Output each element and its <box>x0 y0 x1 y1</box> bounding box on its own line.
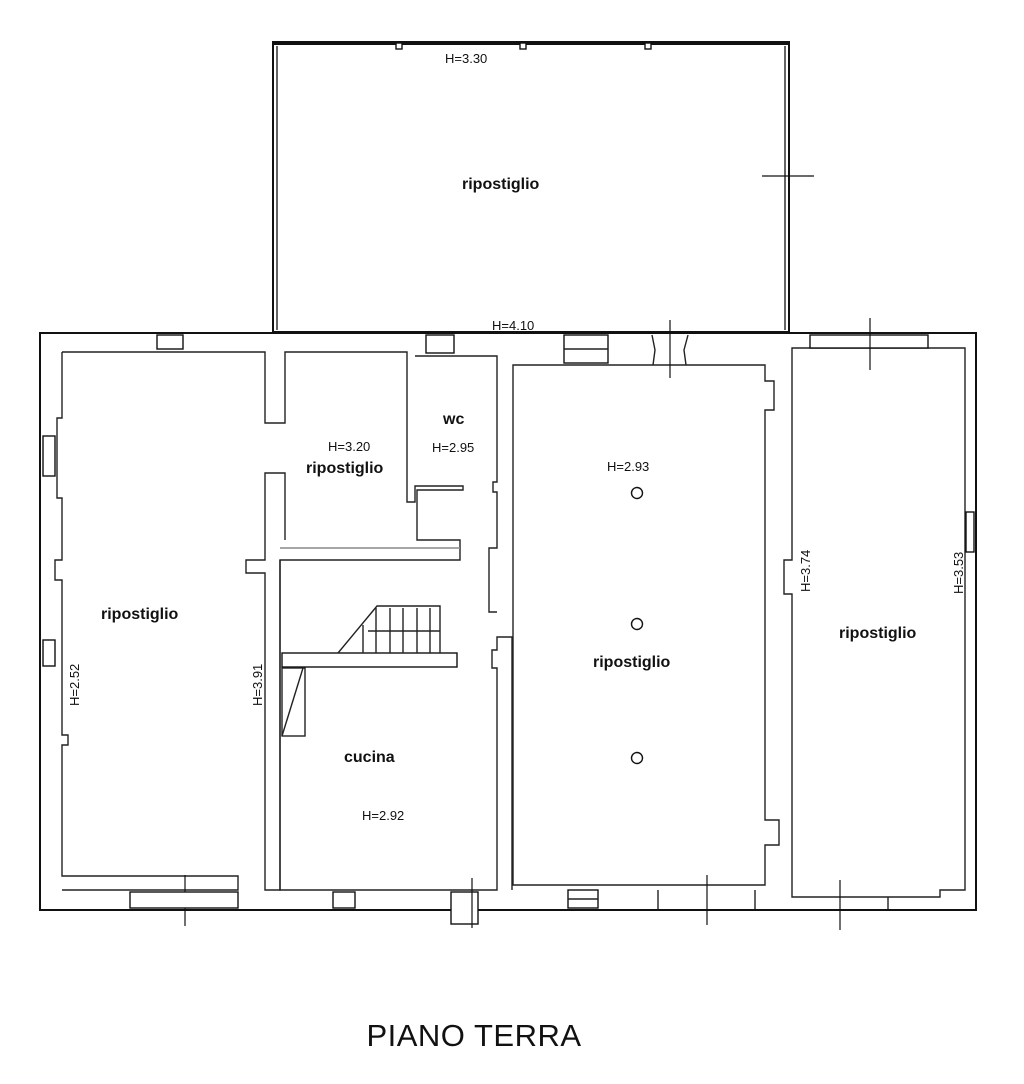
left-storage-height-left: H=2.52 <box>67 664 82 706</box>
labels: H=3.30 ripostiglio H=4.10 H=3.20 riposti… <box>67 51 966 823</box>
main-block-height: H=4.10 <box>492 318 534 333</box>
small-storage-height: H=3.20 <box>328 439 370 454</box>
left-storage-label: ripostiglio <box>101 606 179 623</box>
main-block-outer <box>39 332 977 911</box>
floor-title: PIANO TERRA <box>366 1018 582 1053</box>
left-storage-room <box>42 334 464 926</box>
right-storage-room <box>783 318 975 930</box>
top-annex <box>272 41 814 333</box>
right-storage-height-left: H=3.74 <box>798 550 813 592</box>
top-storage-height: H=3.30 <box>445 51 487 66</box>
center-storage-label: ripostiglio <box>593 654 671 671</box>
top-storage-label: ripostiglio <box>462 176 540 193</box>
wc-room <box>280 334 498 613</box>
center-storage-room <box>512 320 780 925</box>
center-storage-height: H=2.93 <box>607 459 649 474</box>
kitchen-height: H=2.92 <box>362 808 404 823</box>
small-storage-label: ripostiglio <box>306 460 384 477</box>
kitchen-room <box>279 560 513 928</box>
right-storage-label: ripostiglio <box>839 625 917 642</box>
wc-height: H=2.95 <box>432 440 474 455</box>
right-storage-height-right: H=3.53 <box>951 552 966 594</box>
wc-label: wc <box>442 411 464 428</box>
left-storage-height-right: H=3.91 <box>250 664 265 706</box>
kitchen-label: cucina <box>344 749 395 766</box>
floor-plan: H=3.30 ripostiglio H=4.10 H=3.20 riposti… <box>39 41 977 930</box>
